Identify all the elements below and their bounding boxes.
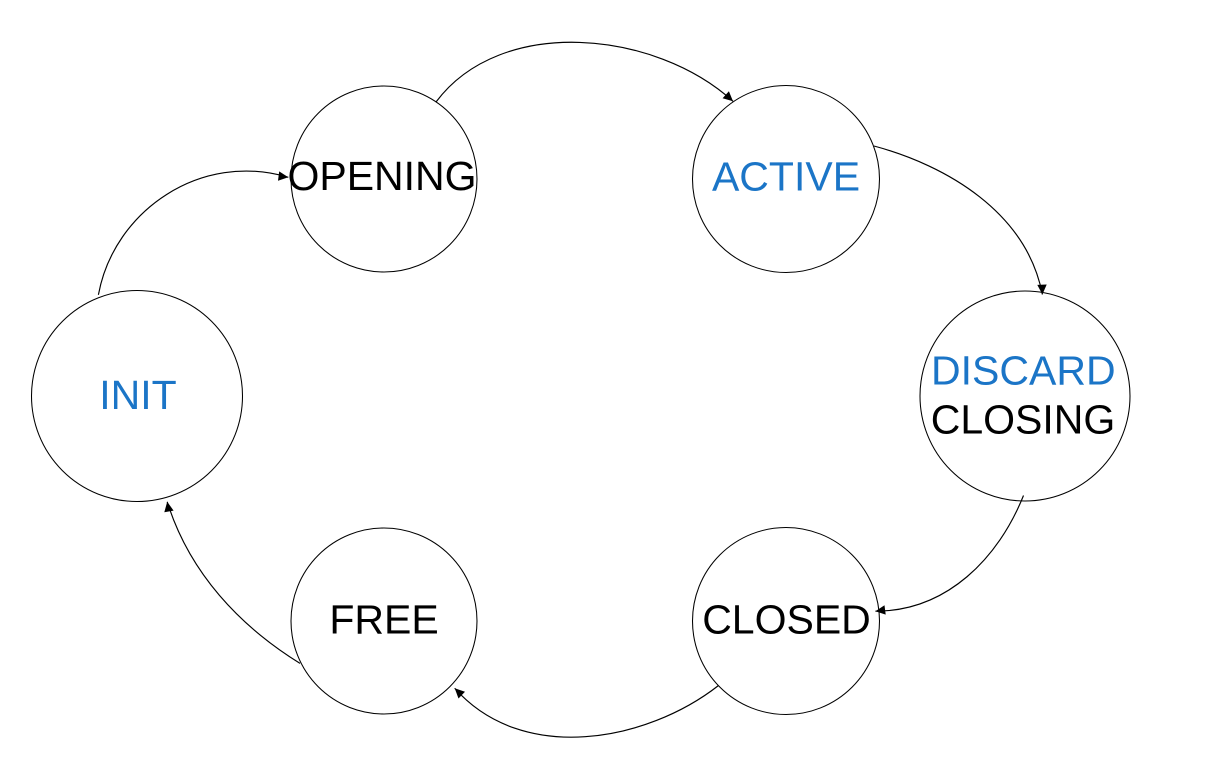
svg-text:CLOSED: CLOSED bbox=[702, 597, 871, 643]
svg-text:OPENING: OPENING bbox=[287, 153, 476, 199]
svg-text:INIT: INIT bbox=[99, 372, 176, 418]
svg-text:DISCARD: DISCARD bbox=[931, 348, 1116, 394]
svg-text:ACTIVE: ACTIVE bbox=[712, 153, 860, 199]
svg-text:CLOSING: CLOSING bbox=[931, 397, 1116, 443]
svg-text:FREE: FREE bbox=[329, 597, 438, 643]
